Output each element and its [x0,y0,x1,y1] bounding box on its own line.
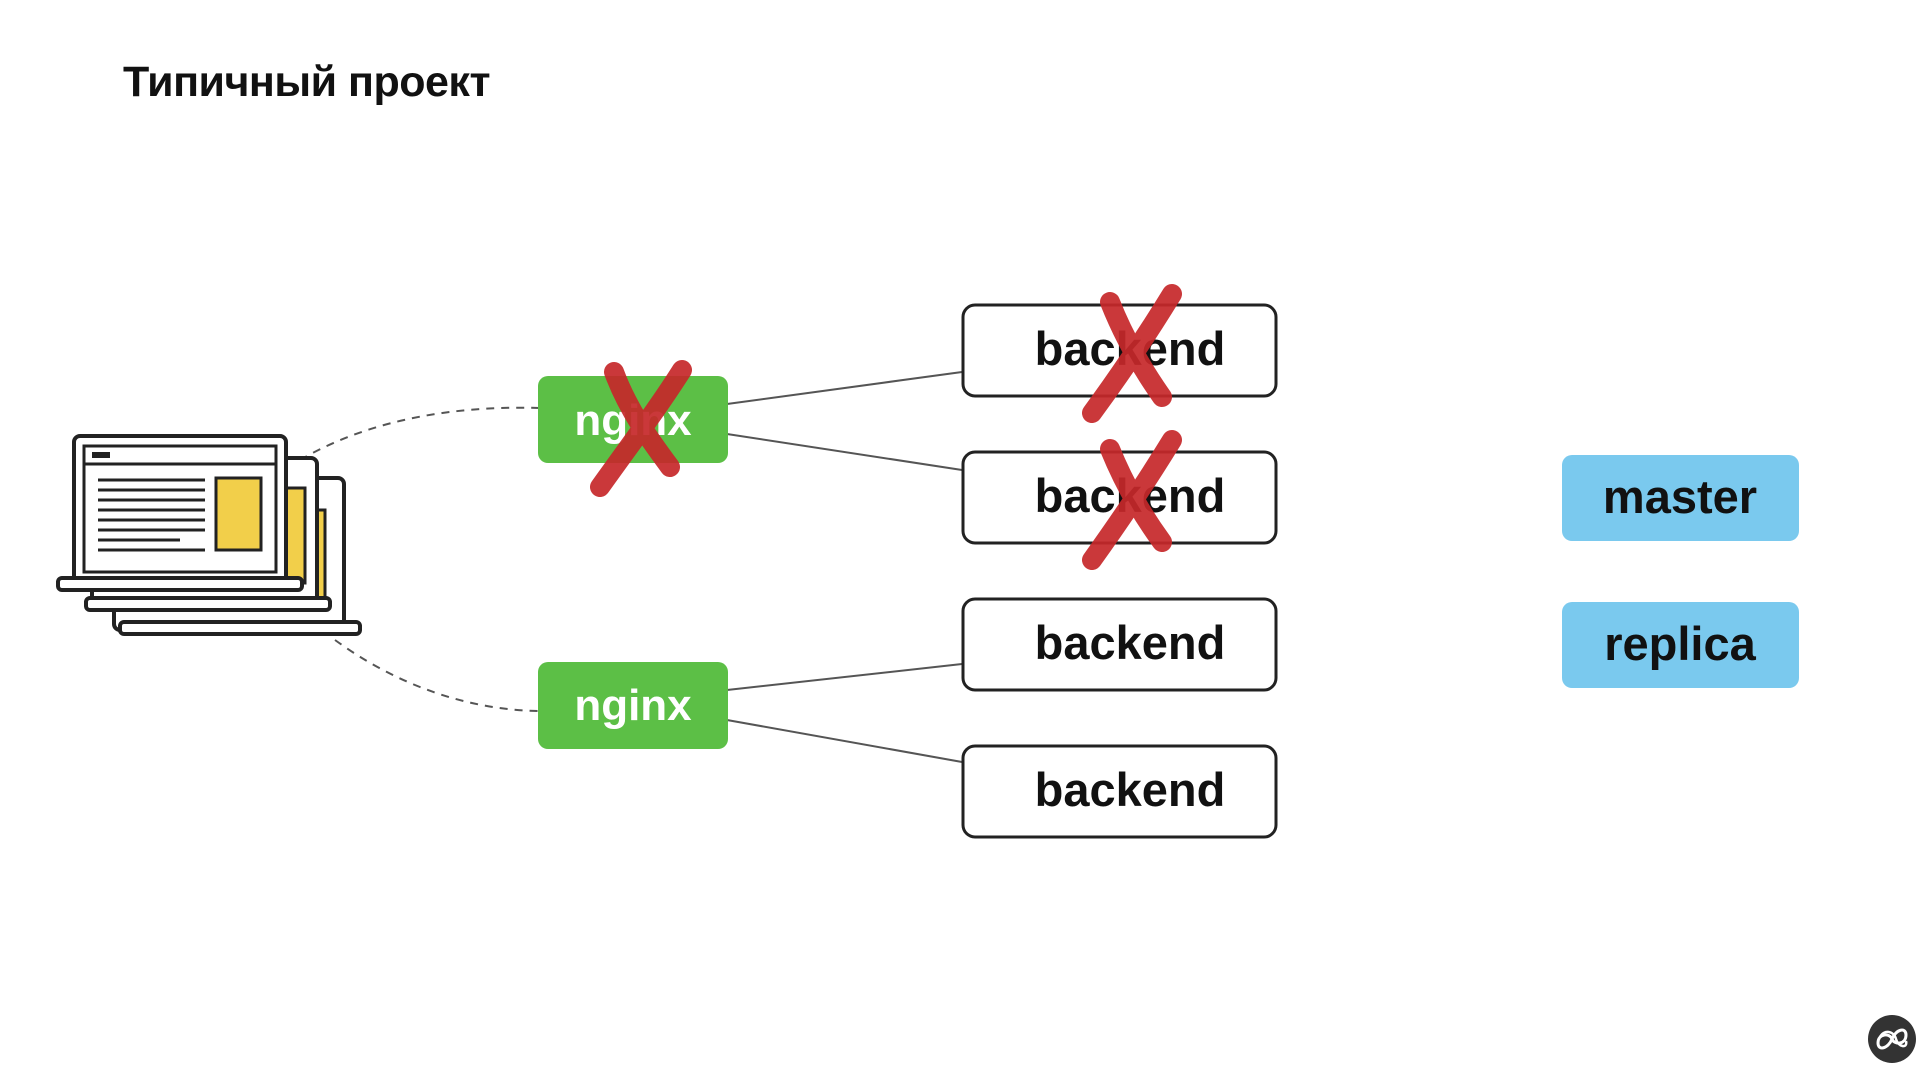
connector-nginx2-backend3 [726,663,963,691]
db-node-master-box [1562,455,1799,541]
connector-nginx2-backend4 [726,719,963,763]
db-node-replica-label: replica [1604,617,1756,670]
slide-title: Типичный проект [123,58,491,106]
backend-node-4-label: backend [1035,763,1226,816]
db-node-master-label: master [1603,470,1757,523]
laptops-icon [56,434,362,636]
db-node-master: master [1562,455,1799,541]
connector-client-nginx-1 [299,406,541,461]
backend-node-3-label: backend [1035,616,1226,669]
connector-client-nginx-2 [334,639,541,712]
connector-nginx1-backend2 [726,433,963,471]
connector-nginx1-backend1 [726,371,963,405]
db-node-replica: replica [1562,602,1799,688]
failure-x-icon-backend-1 [1082,284,1182,423]
channel-logo-icon [1868,1015,1916,1063]
nginx-node-2: nginx [538,662,728,749]
failure-x-icon-nginx-1 [590,360,692,497]
nginx-node-2-box [538,662,728,749]
backend-node-3: backend [961,597,1278,692]
nginx-node-2-label: nginx [574,681,692,730]
backend-node-4: backend [961,744,1278,839]
failure-x-icon-backend-2 [1082,430,1182,570]
db-node-replica-box [1562,602,1799,688]
